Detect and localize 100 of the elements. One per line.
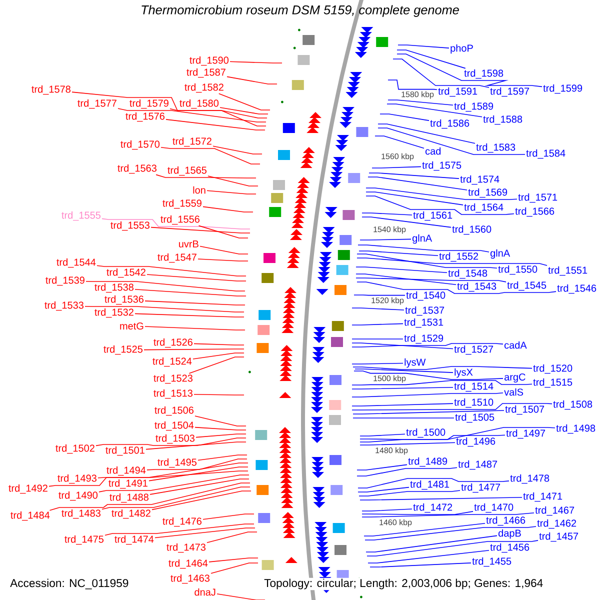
gene-label: trd_1467 <box>535 506 574 516</box>
gene-label: trd_1501 <box>106 446 144 456</box>
leader-line <box>86 280 246 292</box>
leader-line <box>354 368 454 373</box>
leader-line <box>198 225 248 238</box>
leader-line <box>366 188 518 200</box>
gene-label: lysX <box>454 368 473 378</box>
leader-line <box>202 514 254 520</box>
gene-label: trd_1560 <box>452 225 492 235</box>
gene-label: trd_1478 <box>510 474 550 484</box>
gene-label: trd_1476 <box>162 517 202 527</box>
leader-line <box>134 288 246 296</box>
gene-label: trd_1559 <box>162 199 202 209</box>
leader-line <box>160 147 260 164</box>
leader-line <box>200 246 248 254</box>
leader-line <box>194 416 246 426</box>
info-text: Accession: NC_011959 <box>9 578 130 590</box>
leader-line <box>358 490 460 496</box>
gene-label: trd_1576 <box>126 112 164 122</box>
leader-line <box>72 92 268 118</box>
leader-line <box>188 356 244 374</box>
leader-line <box>352 410 504 414</box>
gene-label: uvrB <box>179 240 198 248</box>
gene-label: trd_1492 <box>8 484 48 494</box>
leader-line <box>102 486 250 510</box>
gene-label: trd_1598 <box>464 69 504 79</box>
leader-line <box>352 380 532 386</box>
leader-line <box>84 306 244 312</box>
leader-line <box>156 174 256 178</box>
gene-label: metG <box>120 322 144 330</box>
gene-label: trd_1505 <box>455 413 494 423</box>
leader-line <box>388 100 454 106</box>
leader-line <box>356 464 408 470</box>
gene-label: dnaJ <box>194 588 216 596</box>
leader-line <box>354 294 406 296</box>
leader-line <box>194 426 246 430</box>
leader-line <box>368 176 468 190</box>
leader-line <box>352 403 454 406</box>
leader-line <box>366 535 498 552</box>
leader-line <box>358 478 510 488</box>
scale-label: 1460 kbp <box>380 519 412 527</box>
leader-line <box>352 392 504 398</box>
leader-line <box>398 44 450 48</box>
gene-label: trd_1538 <box>94 283 134 293</box>
leader-line <box>49 482 250 511</box>
leader-line <box>210 562 258 574</box>
scale-label: 1500 kbp <box>374 375 406 383</box>
leader-line <box>364 526 536 540</box>
gene-label: lon <box>193 186 206 194</box>
gene-label: trd_1547 <box>158 253 196 263</box>
gene-label: trd_1584 <box>526 149 566 159</box>
leader-line <box>96 438 246 446</box>
leader-line <box>144 348 244 350</box>
gene-label: trd_1564 <box>464 203 504 213</box>
gene-label: trd_1488 <box>110 493 148 503</box>
gene-label: trd_1591 <box>438 87 478 97</box>
leader-line <box>146 458 248 470</box>
leader-line <box>170 108 266 126</box>
leader-line <box>102 218 250 230</box>
leader-line <box>358 250 438 256</box>
leader-line <box>358 244 490 252</box>
gene-label: trd_1532 <box>94 308 134 318</box>
leader-line <box>380 114 430 121</box>
gene-label: cad <box>426 147 441 155</box>
gene-label: trd_1565 <box>168 166 206 176</box>
leader-line <box>360 238 412 240</box>
leader-line <box>198 454 248 461</box>
gene-label: trd_1571 <box>518 193 558 203</box>
gene-label: trd_1473 <box>166 543 206 553</box>
gene-label: trd_1597 <box>490 87 530 97</box>
leader-line <box>208 558 258 562</box>
gene-label: trd_1556 <box>160 215 200 225</box>
gene-label: trd_1513 <box>154 389 192 399</box>
gene-label: trd_1455 <box>472 557 512 567</box>
gene-label: trd_1494 <box>106 466 146 476</box>
gene-label: trd_1551 <box>548 266 588 276</box>
leader-line <box>360 496 522 500</box>
gene-label: trd_1553 <box>110 221 150 231</box>
leader-line <box>368 172 460 179</box>
leader-line <box>352 342 454 350</box>
gene-label: trd_1510 <box>454 398 494 408</box>
gene-label: trd_1500 <box>406 428 446 438</box>
leader-line <box>208 176 258 186</box>
gene-label: dapB <box>498 529 521 539</box>
leader-line <box>192 352 244 360</box>
leader-line <box>166 119 266 130</box>
gene-label: trd_1464 <box>168 559 208 569</box>
leader-line <box>206 190 256 194</box>
leader-line <box>368 550 490 564</box>
gene-label: trd_1580 <box>180 99 219 109</box>
leader-line <box>388 80 438 90</box>
gene-label: trd_1526 <box>154 338 192 348</box>
gene-label: trd_1531 <box>404 318 444 328</box>
gene-label: trd_1527 <box>454 345 494 355</box>
leader-line <box>150 226 250 234</box>
leader-line <box>352 366 532 370</box>
gene-label: trd_1523 <box>154 374 192 384</box>
leader-line <box>356 282 556 294</box>
leader-line <box>360 442 456 446</box>
gene-label: trd_1456 <box>490 543 530 553</box>
